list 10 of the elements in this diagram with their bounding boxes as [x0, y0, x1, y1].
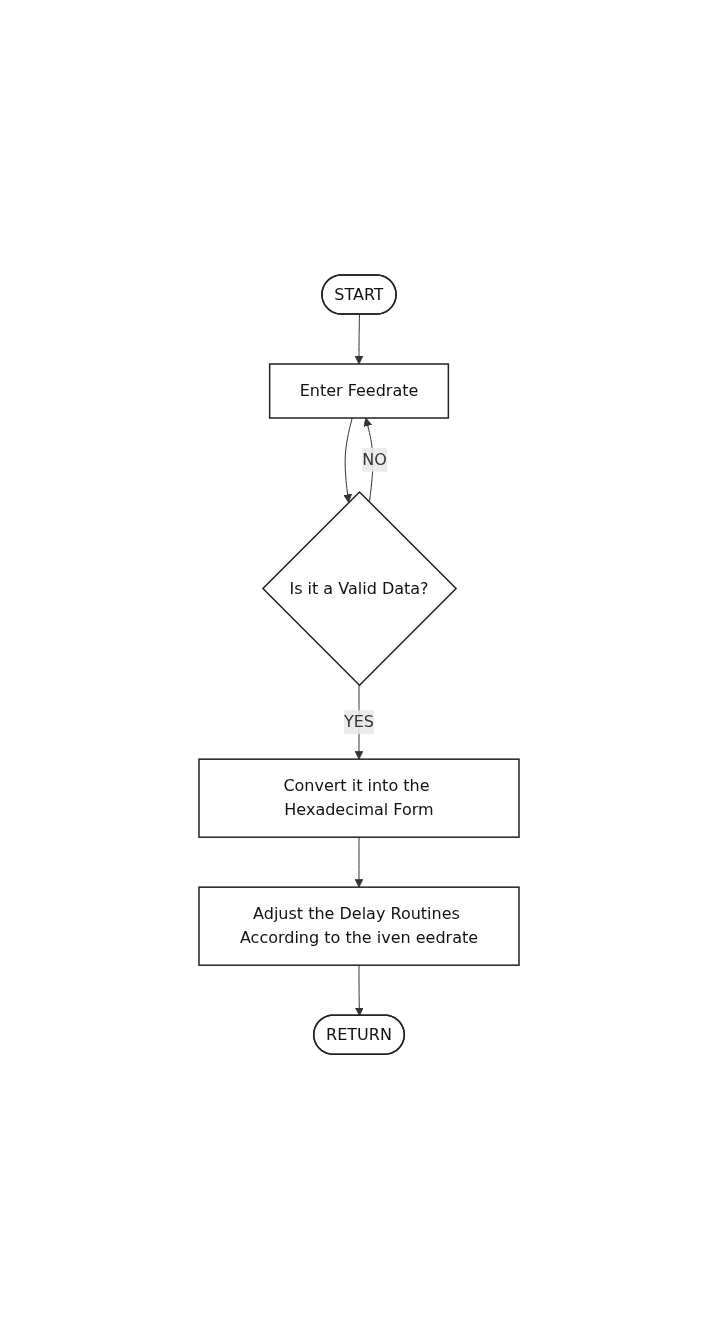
node-box: Adjust the Delay Routines According to the iven eedrate: [197, 886, 520, 967]
node-diamond: Is it a Valid Data?: [261, 491, 457, 687]
arrow: [354, 837, 363, 888]
arrow: [354, 314, 363, 365]
arrow: [354, 965, 364, 1017]
arrow: [342, 417, 353, 504]
node-box: Convert it into the Hexadecimal Form: [197, 758, 520, 839]
edge-label: NO: [361, 450, 387, 470]
edge-label: YES: [343, 712, 374, 732]
node-box: Enter Feedrate: [268, 363, 449, 420]
